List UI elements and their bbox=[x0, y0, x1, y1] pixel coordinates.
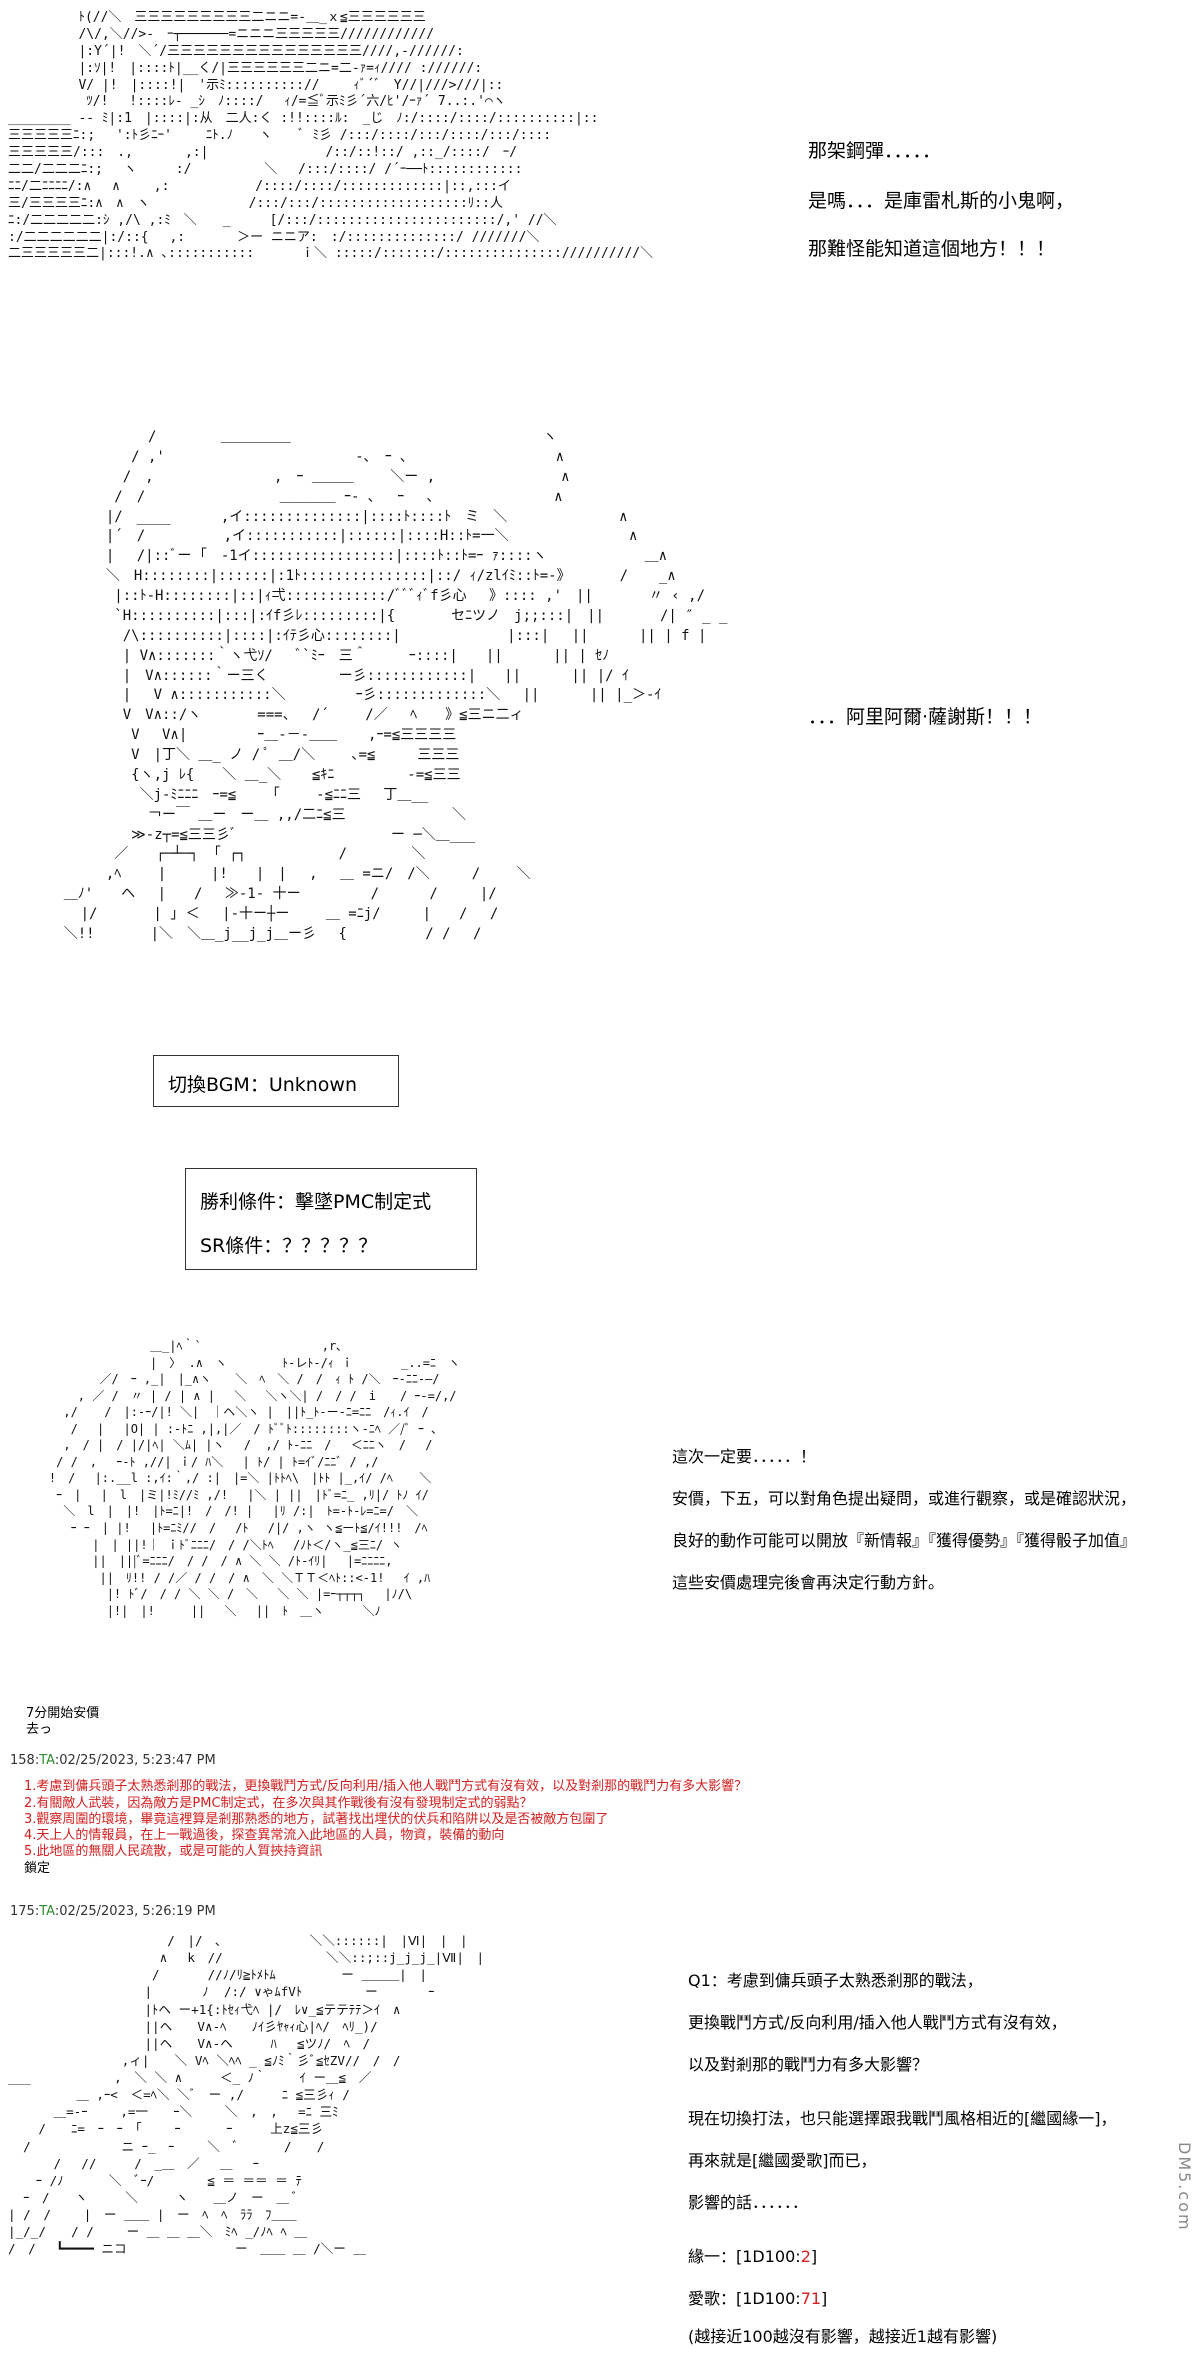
bgm-box: 切換BGM：Unknown bbox=[153, 1055, 399, 1107]
ascii-art-panel-4: / |/ ､ ＼＼::::::| |Ⅵ| | | ∧ k // ＼＼::;::j… bbox=[8, 1933, 485, 2257]
ascii-art-panel-2: / ＿＿＿＿＿ ヽ / ,' -､ ｰ ､ ∧ / , , ｰ ＿＿＿ ＼ー ,… bbox=[63, 429, 728, 942]
post-line: 7分開始安價 bbox=[26, 1706, 100, 1721]
poster-name[interactable]: TA bbox=[39, 1753, 55, 1768]
dice-note: (越接近100越沒有影響，越接近1越有影響) bbox=[688, 2327, 998, 2346]
dialogue-line: 那難怪能知道這個地方！！！ bbox=[808, 238, 1056, 260]
narration-line: 安價，下五，可以對角色提出疑問，或進行觀察，或是確認狀況， bbox=[672, 1489, 1137, 1508]
post-option: 3.觀察周圍的環境，畢竟這裡算是剎那熟悉的地方，試著找出埋伏的伏兵和陷阱以及是否… bbox=[24, 1811, 609, 1827]
bgm-text: 切換BGM：Unknown bbox=[168, 1074, 358, 1096]
post-option: 2.有關敵人武裝，因為敵方是PMC制定式，在多次與其作戰後有沒有發現制定式的弱點… bbox=[24, 1795, 533, 1811]
narration-line: 這次一定要．．．．．！ bbox=[672, 1447, 817, 1466]
post-header: 175:TA:02/25/2023, 5:26:19 PM bbox=[10, 1904, 216, 1920]
narration-block: 這次一定要．．．．．！ 安價，下五，可以對角色提出疑問，或進行觀察，或是確認狀況… bbox=[672, 1436, 1136, 1604]
question-line: 更換戰鬥方式/反向利用/插入他人戰鬥方式有沒有效， bbox=[688, 2013, 1067, 2032]
post-header: 158:TA:02/25/2023, 5:23:47 PM bbox=[10, 1753, 747, 1769]
dialogue-line: 是嗎．．．是庫雷札斯的小鬼啊， bbox=[808, 190, 1075, 212]
dice-roll-1: 緣一：[1D100:2] bbox=[688, 2247, 818, 2266]
narration-line: 良好的動作可能可以開放『新情報』『獲得優勢』『獲得骰子加值』 bbox=[672, 1531, 1137, 1550]
question-block: Q1：考慮到傭兵頭子太熟悉剎那的戰法， 更換戰鬥方式/反向利用/插入他人戰鬥方式… bbox=[688, 1960, 1067, 2086]
win-condition: 勝利條件：擊墜PMC制定式 bbox=[200, 1191, 432, 1213]
dice-roll-2: 愛歌：[1D100:71] bbox=[688, 2289, 828, 2308]
answer-line: 影響的話．．．．．． bbox=[688, 2193, 809, 2212]
post-option: 1.考慮到傭兵頭子太熟悉剎那的戰法，更換戰鬥方式/反向利用/插入他人戰鬥方式有沒… bbox=[24, 1779, 748, 1795]
poster-name[interactable]: TA bbox=[39, 1904, 55, 1919]
sr-condition: SR條件：？？？？？ bbox=[200, 1235, 378, 1257]
post-line: 去っ bbox=[26, 1722, 53, 1738]
dice-value: 2 bbox=[800, 2247, 811, 2266]
question-line: Q1：考慮到傭兵頭子太熟悉剎那的戰法， bbox=[688, 1971, 983, 1990]
dice-block: 緣一：[1D100:2] 愛歌：[1D100:71] (越接近100越沒有影響，… bbox=[688, 2236, 997, 2354]
post-option: 4.天上人的情報員，在上一戰過後，探查異常流入此地區的人員，物資，裝備的動向 bbox=[24, 1828, 505, 1843]
answer-line: 現在切換打法，也只能選擇跟我戰鬥風格相近的[繼國緣一]， bbox=[688, 2109, 1117, 2128]
answer-line: 再來就是[繼國愛歌]而已， bbox=[688, 2151, 877, 2170]
ascii-art-panel-1: ﾄ(//＼ 三三三三三三三三三二ニニ=-＿_ｘ≦三三三三三三 /\/,＼//>-… bbox=[8, 10, 654, 262]
site-watermark: DM5.com bbox=[1175, 2142, 1194, 2232]
question-line: 以及對剎那的戰鬥力有多大影響？ bbox=[688, 2055, 929, 2074]
post-date: :02/25/2023, 5:26:19 PM bbox=[54, 1904, 216, 1919]
ascii-art-panel-3: ＿_|ﾍ｀` ,r､ | 〉 .∧ ヽ ﾄ-レﾄ-/ｨ ｉ _..=ﾆ ヽ ／/… bbox=[48, 1339, 460, 1618]
post-3-header: 175:TA:02/25/2023, 5:26:19 PM bbox=[10, 1904, 216, 1920]
post-date: :02/25/2023, 5:23:47 PM bbox=[54, 1753, 216, 1768]
condition-box: 勝利條件：擊墜PMC制定式 SR條件：？？？？？ bbox=[185, 1168, 477, 1270]
post-2: 158:TA:02/25/2023, 5:23:47 PM 1.考慮到傭兵頭子太… bbox=[10, 1753, 747, 1877]
dialogue-line: 那架鋼彈．．．．． bbox=[808, 140, 942, 162]
narration-line: 這些安價處理完後會再決定行動方針。 bbox=[672, 1573, 945, 1592]
post-number: 175: bbox=[10, 1904, 40, 1919]
post-option: 5.此地區的無關人民疏散，或是可能的人質挾持資訊 bbox=[24, 1844, 323, 1860]
dice-value: 71 bbox=[800, 2289, 822, 2308]
answer-block: 現在切換打法，也只能選擇跟我戰鬥風格相近的[繼國緣一]， 再來就是[繼國愛歌]而… bbox=[688, 2098, 1117, 2224]
post-number: 158: bbox=[10, 1753, 40, 1768]
post-footer: 鎖定 bbox=[24, 1860, 51, 1876]
dialogue-line: ．．．阿里阿爾·薩謝斯！！！ bbox=[808, 706, 1043, 728]
post-1: 7分開始安價 去っ bbox=[26, 1706, 99, 1739]
